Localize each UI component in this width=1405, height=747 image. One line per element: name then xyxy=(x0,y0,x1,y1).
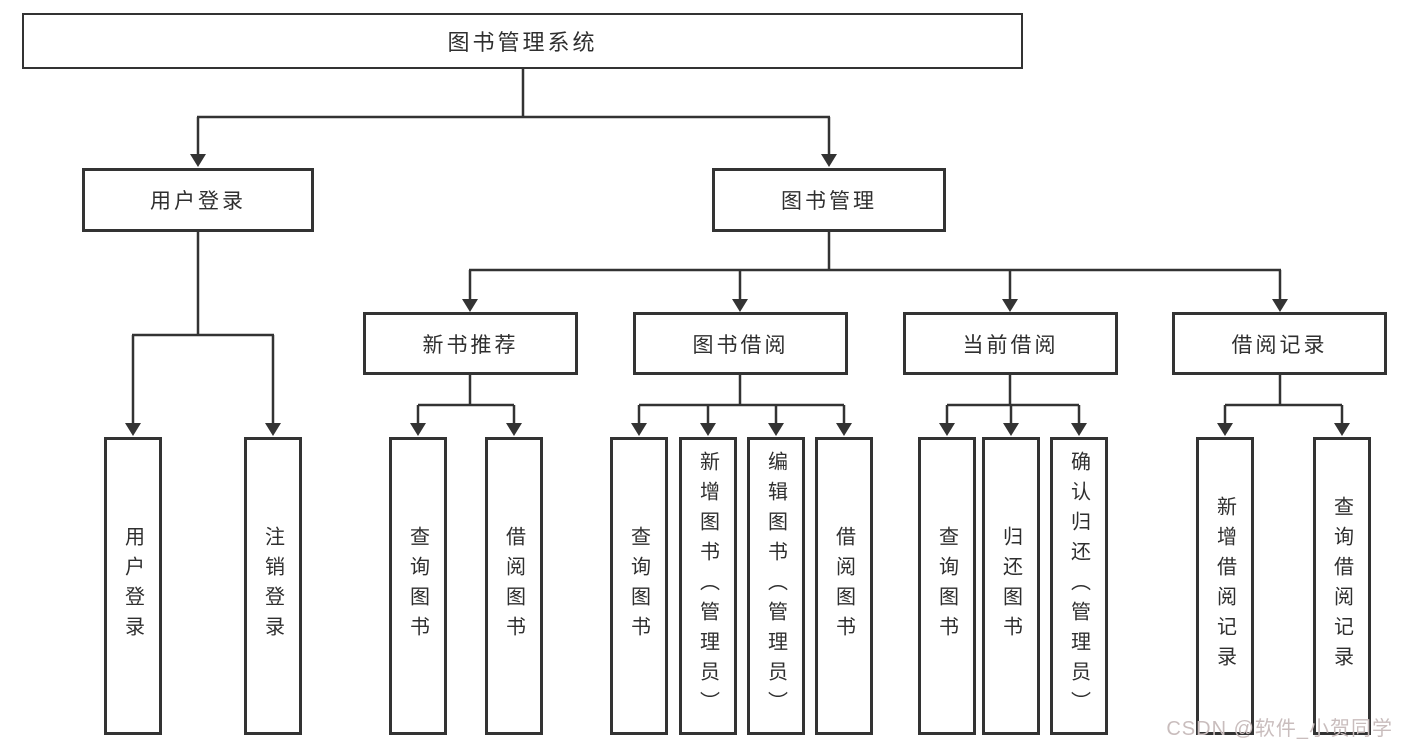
csdn-watermark: CSDN @软件_小贺同学 xyxy=(1166,718,1393,740)
arrowhead-icon xyxy=(190,154,206,167)
connector-user-login-to-leaves xyxy=(125,232,281,436)
arrowhead-icon xyxy=(506,423,522,436)
arrowhead-icon xyxy=(1002,299,1018,312)
arrowhead-icon xyxy=(836,423,852,436)
node-user-login: 用户登录 xyxy=(82,168,314,232)
arrowhead-icon xyxy=(125,423,141,436)
connector-book-mgmt-to-level3 xyxy=(462,232,1288,312)
arrowhead-icon xyxy=(462,299,478,312)
node-leaf-cb-return-books: 归还图书 xyxy=(982,437,1040,735)
arrowhead-icon xyxy=(1272,299,1288,312)
node-book-management: 图书管理 xyxy=(712,168,946,232)
node-leaf-bb-edit-books-admin: 编辑图书（管理员） xyxy=(747,437,805,735)
arrowhead-icon xyxy=(265,423,281,436)
node-current-borrowing: 当前借阅 xyxy=(903,312,1118,375)
connector-root-to-level2 xyxy=(190,69,837,167)
arrowhead-icon xyxy=(1334,423,1350,436)
node-book-borrowing: 图书借阅 xyxy=(633,312,848,375)
arrowhead-icon xyxy=(410,423,426,436)
node-root-system: 图书管理系统 xyxy=(22,13,1023,69)
node-leaf-bb-query-books: 查询图书 xyxy=(610,437,668,735)
node-new-book-recommend: 新书推荐 xyxy=(363,312,578,375)
arrowhead-icon xyxy=(1217,423,1233,436)
node-leaf-nbr-query-books: 查询图书 xyxy=(389,437,447,735)
node-leaf-logout: 注销登录 xyxy=(244,437,302,735)
node-leaf-nbr-borrow-books: 借阅图书 xyxy=(485,437,543,735)
arrowhead-icon xyxy=(939,423,955,436)
node-borrowing-records: 借阅记录 xyxy=(1172,312,1387,375)
arrowhead-icon xyxy=(732,299,748,312)
node-leaf-bb-add-books-admin: 新增图书（管理员） xyxy=(679,437,737,735)
connector-level3-to-leaves xyxy=(410,375,1350,436)
node-leaf-br-add-record: 新增借阅记录 xyxy=(1196,437,1254,735)
node-leaf-cb-query-books: 查询图书 xyxy=(918,437,976,735)
arrowhead-icon xyxy=(1003,423,1019,436)
arrowhead-icon xyxy=(700,423,716,436)
node-leaf-user-login: 用户登录 xyxy=(104,437,162,735)
node-leaf-bb-borrow-books: 借阅图书 xyxy=(815,437,873,735)
node-leaf-cb-confirm-return-admin: 确认归还（管理员） xyxy=(1050,437,1108,735)
arrowhead-icon xyxy=(821,154,837,167)
arrowhead-icon xyxy=(1071,423,1087,436)
arrowhead-icon xyxy=(631,423,647,436)
arrowhead-icon xyxy=(768,423,784,436)
node-leaf-br-query-record: 查询借阅记录 xyxy=(1313,437,1371,735)
